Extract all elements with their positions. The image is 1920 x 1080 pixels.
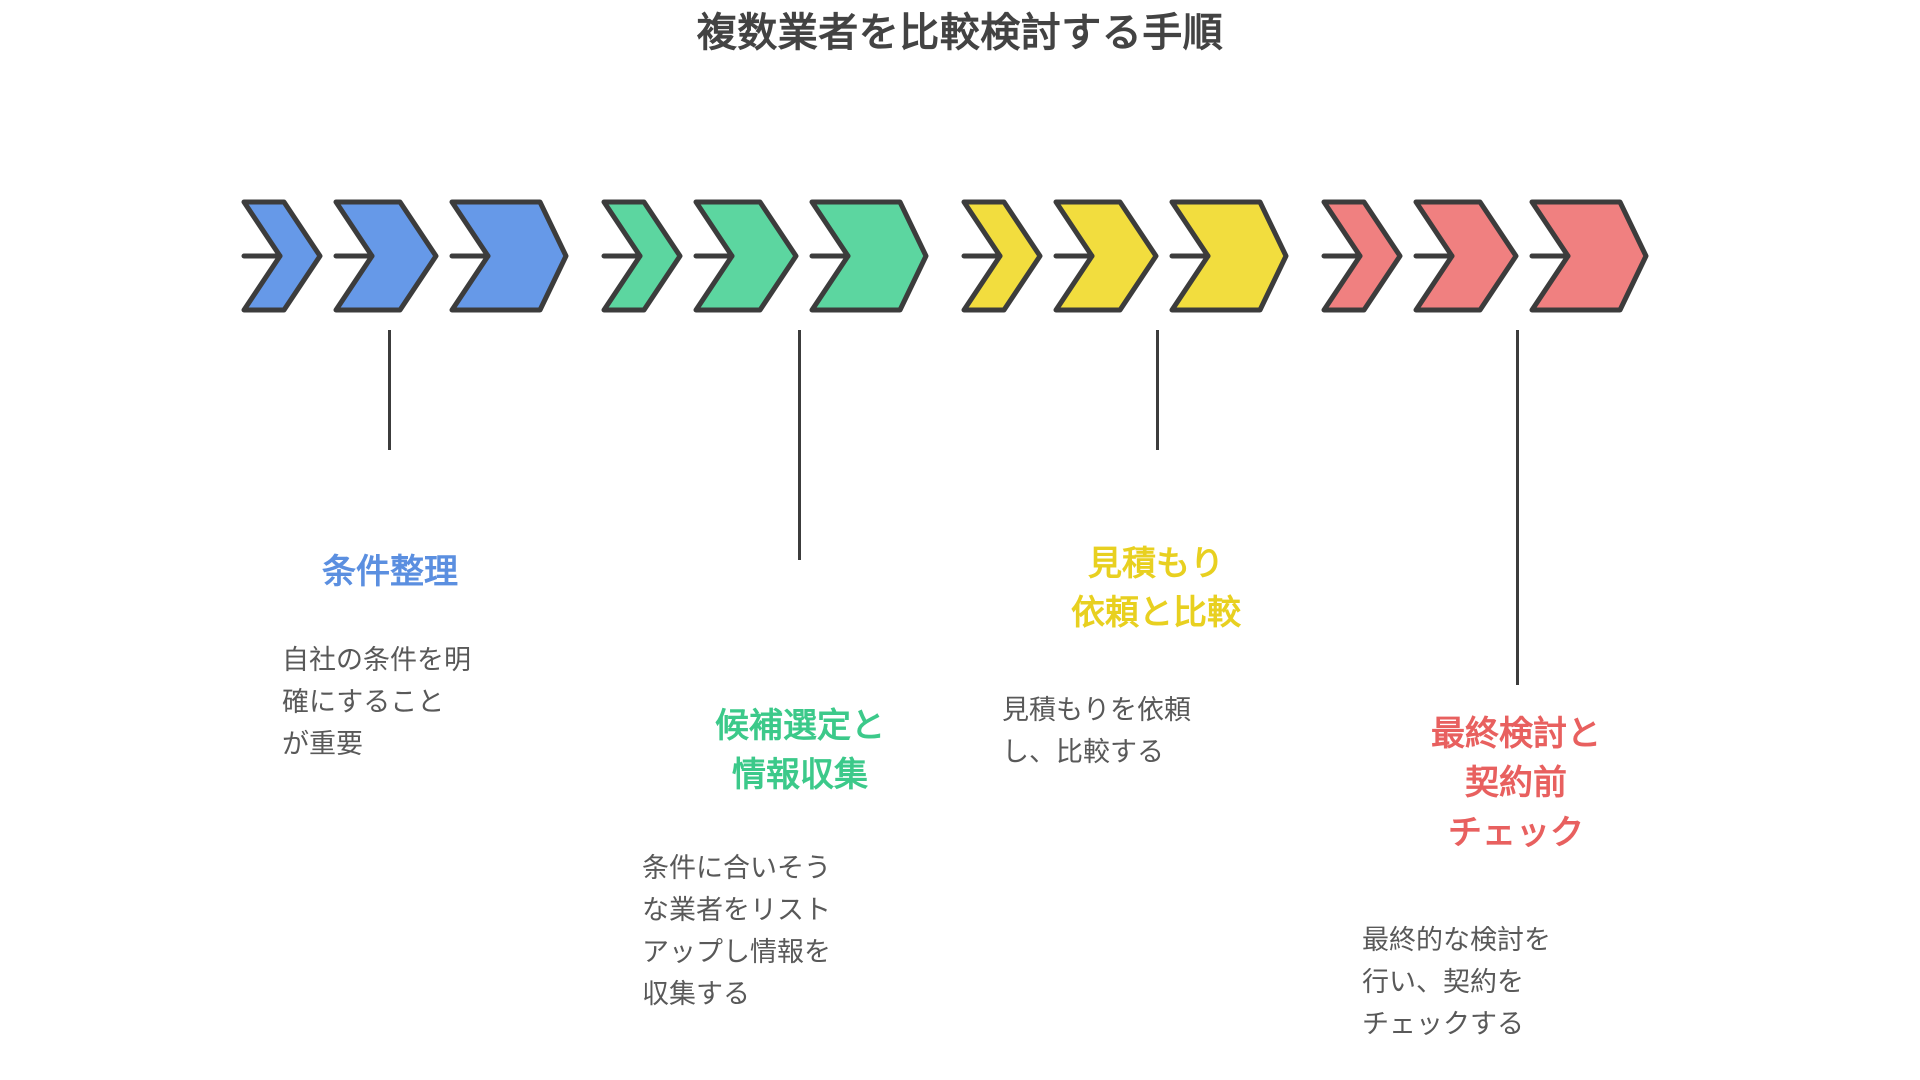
step-body-line-1: 見積もりを依頼 bbox=[1002, 695, 1191, 725]
step-body-line-1: 最終的な検討を bbox=[1362, 925, 1551, 955]
step-heading-line-1: 見積もり bbox=[1088, 545, 1224, 583]
process-step-1: 条件整理 自社の条件を明 確にすること が重要 bbox=[240, 0, 670, 1080]
connector-line-4 bbox=[1516, 330, 1519, 685]
step-body-line-2: 確にすること bbox=[282, 686, 445, 717]
chevron-arrows-svg bbox=[601, 199, 929, 313]
step-body-line-1: 自社の条件を明 bbox=[282, 645, 471, 675]
step-body-line-4: 収集する bbox=[642, 978, 750, 1009]
step-heading-line-2: 依頼と比較 bbox=[1071, 594, 1241, 633]
step-heading-line-1: 最終検討と bbox=[1431, 715, 1601, 753]
step-heading-2: 候補選定と 情報収集 bbox=[650, 702, 950, 801]
page-title: 複数業者を比較検討する手順 bbox=[696, 11, 1224, 55]
step-body-line-3: が重要 bbox=[282, 728, 363, 759]
connector-line-1 bbox=[388, 330, 391, 450]
chevron-arrow-group-icon-4 bbox=[1320, 198, 1750, 318]
step-body-line-3: チェックする bbox=[1362, 1008, 1524, 1039]
step-heading-line-3: チェック bbox=[1448, 813, 1584, 852]
chevron-arrow-group-icon-1 bbox=[240, 198, 670, 318]
step-heading-1: 条件整理 bbox=[240, 548, 540, 597]
step-body-line-2: な業者をリスト bbox=[642, 894, 831, 925]
chevron-arrows-svg bbox=[1321, 199, 1649, 313]
connector-line-3 bbox=[1156, 330, 1159, 450]
chevron-arrows-svg bbox=[241, 199, 569, 313]
process-step-2: 候補選定と 情報収集 条件に合いそう な業者をリスト アップし情報を 収集する bbox=[600, 0, 1030, 1080]
chevron-arrow-group-icon-2 bbox=[600, 198, 1030, 318]
step-heading-line-2: 情報収集 bbox=[732, 756, 868, 795]
chevron-arrows-svg bbox=[961, 199, 1289, 313]
process-step-3: 見積もり 依頼と比較 見積もりを依頼 し、比較する bbox=[960, 0, 1390, 1080]
step-body-line-2: 行い、契約を bbox=[1362, 966, 1524, 997]
step-heading-line-2: 契約前 bbox=[1465, 764, 1567, 803]
step-body-4: 最終的な検討を 行い、契約を チェックする bbox=[1362, 920, 1662, 1046]
step-heading-line-1: 候補選定と bbox=[715, 707, 885, 745]
step-body-line-2: し、比較する bbox=[1002, 736, 1164, 767]
step-heading-3: 見積もり 依頼と比較 bbox=[1006, 540, 1306, 639]
step-heading-4: 最終検討と 契約前 チェック bbox=[1366, 710, 1666, 858]
step-body-2: 条件に合いそう な業者をリスト アップし情報を 収集する bbox=[642, 848, 942, 1015]
step-heading-line-1: 条件整理 bbox=[322, 553, 458, 591]
chevron-arrow-group-icon-3 bbox=[960, 198, 1390, 318]
step-body-1: 自社の条件を明 確にすること が重要 bbox=[282, 640, 582, 766]
step-body-3: 見積もりを依頼 し、比較する bbox=[1002, 690, 1302, 774]
step-body-line-3: アップし情報を bbox=[642, 936, 831, 967]
connector-line-2 bbox=[798, 330, 801, 560]
step-body-line-1: 条件に合いそう bbox=[642, 853, 831, 883]
process-step-4: 最終検討と 契約前 チェック 最終的な検討を 行い、契約を チェックする bbox=[1320, 0, 1750, 1080]
